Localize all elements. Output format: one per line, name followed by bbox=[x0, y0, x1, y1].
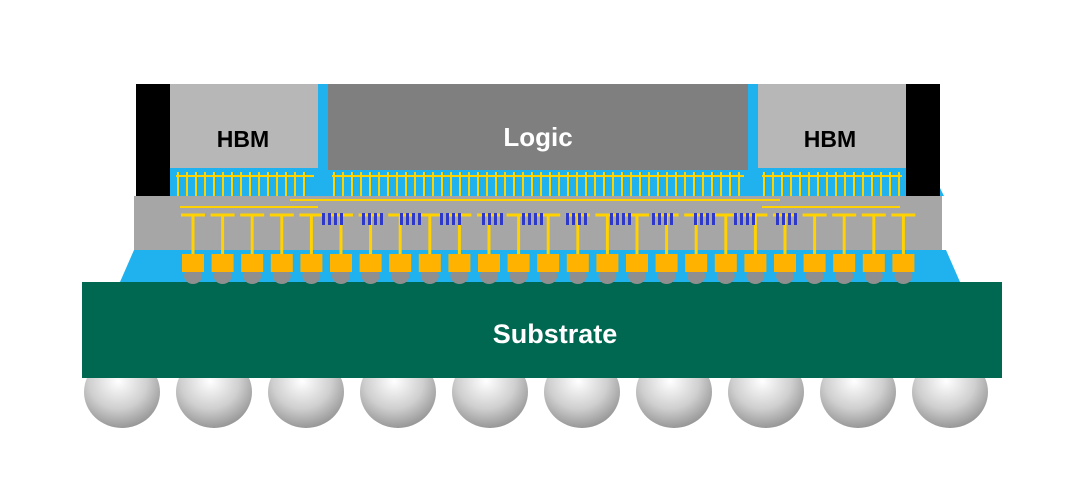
mold-left bbox=[136, 84, 170, 196]
interposer-via bbox=[584, 213, 587, 225]
interposer-via bbox=[652, 213, 655, 225]
interposer-via bbox=[362, 213, 365, 225]
microbumps bbox=[176, 172, 902, 196]
interposer-via bbox=[500, 213, 503, 225]
interposer-via bbox=[522, 213, 525, 225]
hbm-right-label: HBM bbox=[804, 126, 856, 152]
interposer-via bbox=[664, 213, 667, 225]
interposer-via bbox=[628, 213, 631, 225]
hbm-left-label: HBM bbox=[217, 126, 269, 152]
substrate-label: Substrate bbox=[493, 319, 618, 349]
interposer-via bbox=[746, 213, 749, 225]
interposer-via bbox=[534, 213, 537, 225]
c4-bump-pad bbox=[803, 254, 826, 272]
c4-bump-pad bbox=[418, 254, 441, 272]
c4-bump-pad bbox=[892, 254, 915, 272]
mold-right bbox=[906, 84, 940, 196]
interposer-via bbox=[488, 213, 491, 225]
c4-bump-pad bbox=[182, 254, 204, 272]
interposer-via bbox=[616, 213, 619, 225]
interposer-via bbox=[446, 213, 449, 225]
interposer-via bbox=[782, 213, 785, 225]
interposer-via bbox=[528, 213, 531, 225]
interposer-via bbox=[700, 213, 703, 225]
c4-bump-pad bbox=[714, 254, 737, 272]
c4-bump-pad bbox=[389, 254, 412, 272]
interposer-via bbox=[670, 213, 673, 225]
interposer-via bbox=[578, 213, 581, 225]
interposer-via bbox=[540, 213, 543, 225]
c4-bump-pad bbox=[655, 254, 678, 272]
underfill-microbump-layer bbox=[170, 168, 906, 196]
interposer-via bbox=[794, 213, 797, 225]
c4-bump-pad bbox=[685, 254, 708, 272]
c4-bumps bbox=[182, 254, 915, 284]
c4-bump-pad bbox=[596, 254, 619, 272]
interposer-vias bbox=[322, 213, 797, 225]
c4-bump-pad bbox=[241, 254, 264, 272]
c4-bump-pad bbox=[478, 254, 500, 272]
c4-bump-pad bbox=[507, 254, 530, 272]
interposer-via bbox=[340, 213, 343, 225]
interposer bbox=[134, 196, 942, 250]
substrate bbox=[82, 282, 1002, 378]
interposer-via bbox=[482, 213, 485, 225]
interposer-via bbox=[788, 213, 791, 225]
c4-bump-pad bbox=[744, 254, 767, 272]
c4-bump-pad bbox=[862, 254, 885, 272]
interposer-via bbox=[776, 213, 779, 225]
interposer-via bbox=[566, 213, 569, 225]
interposer-via bbox=[740, 213, 743, 225]
c4-bump-pad bbox=[566, 254, 589, 272]
c4-bump-pad bbox=[833, 254, 856, 272]
interposer-via bbox=[380, 213, 383, 225]
interposer-via bbox=[412, 213, 415, 225]
interposer-via bbox=[622, 213, 625, 225]
interposer-via bbox=[458, 213, 461, 225]
interposer-via bbox=[374, 213, 377, 225]
interposer-via bbox=[406, 213, 409, 225]
interposer-via bbox=[440, 213, 443, 225]
underfill-gap-left bbox=[318, 84, 328, 196]
logic-label: Logic bbox=[503, 122, 572, 152]
interposer-via bbox=[452, 213, 455, 225]
c4-bump-pad bbox=[330, 254, 352, 272]
interposer-via bbox=[494, 213, 497, 225]
interposer-via bbox=[610, 213, 613, 225]
interposer-via bbox=[734, 213, 737, 225]
underfill-gap-right bbox=[748, 84, 758, 196]
interposer-via bbox=[752, 213, 755, 225]
interposer-via bbox=[328, 213, 331, 225]
c4-bump-pad bbox=[270, 254, 293, 272]
interposer-via bbox=[712, 213, 715, 225]
c4-bump-pad bbox=[211, 254, 234, 272]
interposer-via bbox=[658, 213, 661, 225]
interposer-via bbox=[706, 213, 709, 225]
c4-bump-pad bbox=[537, 254, 560, 272]
hbm-left-die bbox=[170, 84, 318, 168]
interposer-via bbox=[400, 213, 403, 225]
logic-die bbox=[328, 84, 748, 170]
interposer-via bbox=[368, 213, 371, 225]
c4-bump-pad bbox=[359, 254, 382, 272]
interposer-via bbox=[694, 213, 697, 225]
c4-bump-pad bbox=[626, 254, 648, 272]
interposer-via bbox=[418, 213, 421, 225]
c4-bump-pad bbox=[774, 254, 796, 272]
interposer-via bbox=[322, 213, 325, 225]
c4-bump-pad bbox=[448, 254, 471, 272]
interposer-via bbox=[572, 213, 575, 225]
c4-bump-pad bbox=[300, 254, 323, 272]
interposer-via bbox=[334, 213, 337, 225]
hbm-right-die bbox=[758, 84, 906, 168]
